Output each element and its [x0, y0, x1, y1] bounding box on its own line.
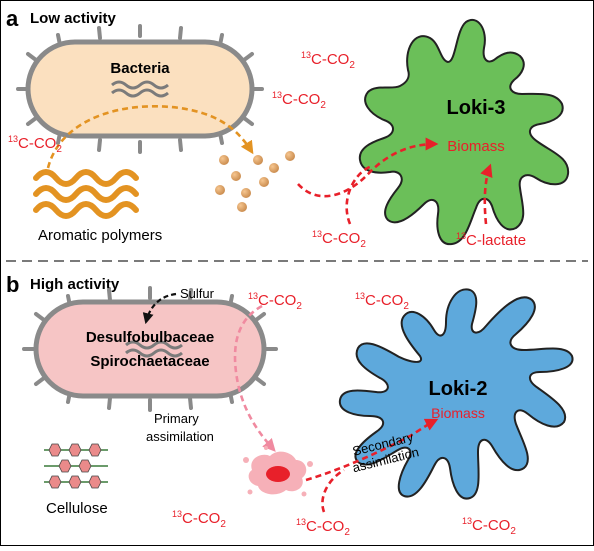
- primary-assimilation-label-line1: Primary: [154, 411, 199, 426]
- co2-to-biomass-arrow-b: [321, 468, 345, 513]
- panel-a: a Low activity Bacteria: [6, 6, 570, 250]
- degradation-arrow: [46, 104, 254, 169]
- co2-label-a-1: 13C-CO2: [301, 50, 355, 71]
- loki-3-label: Loki-3: [447, 97, 506, 119]
- primary-assimilation-label-line2: assimilation: [146, 429, 214, 444]
- secondary-assimilation-arrow: [305, 418, 439, 482]
- panel-b-letter: b: [6, 272, 19, 297]
- monomer-granules: [215, 151, 295, 212]
- co2-label-b-3: 13C-CO2: [172, 509, 226, 530]
- cellulose-label: Cellulose: [46, 500, 108, 517]
- co2-label-a-4: 13C-CO2: [312, 229, 366, 250]
- co2-label-b-1: 13C-CO2: [248, 291, 302, 312]
- cell-debris: [243, 446, 313, 497]
- co2-to-biomass-arrow-a: [345, 164, 373, 225]
- bacteria-label: Bacteria: [110, 60, 170, 77]
- co2-label-a-3: 13C-CO2: [8, 134, 62, 155]
- loki-2-biomass-label: Biomass: [431, 405, 485, 421]
- co2-labels-b: 13C-CO2 13C-CO2 13C-CO2 13C-CO2 13C-CO2: [172, 291, 516, 538]
- cellulose-icon: [44, 443, 108, 489]
- lactate-label: 13C-lactate: [456, 231, 526, 249]
- primary-assimilation-arrow: [233, 304, 276, 452]
- co2-label-a-2: 13C-CO2: [272, 90, 326, 111]
- bacteria-cell-b: [22, 286, 278, 412]
- panel-a-letter: a: [6, 6, 19, 31]
- lactate-to-biomass-arrow: [480, 163, 493, 225]
- sulfur-label: Sulfur: [180, 286, 215, 301]
- panel-b: b High activity Desulfobulbaceae Spiroch…: [6, 272, 574, 538]
- panel-a-heading: Low activity: [30, 10, 117, 27]
- co2-labels-a: 13C-CO2 13C-CO2 13C-CO2 13C-CO2 13C-lact…: [8, 50, 526, 250]
- taxon-label-1: Desulfobulbaceae: [86, 329, 214, 346]
- panel-b-heading: High activity: [30, 276, 120, 293]
- co2-label-b-2: 13C-CO2: [355, 291, 409, 312]
- loki-2-cell: [338, 288, 574, 500]
- loki-2-label: Loki-2: [429, 378, 488, 400]
- monomer-to-biomass-arrow: [297, 137, 439, 198]
- loki-3-biomass-label: Biomass: [447, 138, 505, 155]
- taxon-label-2: Spirochaetaceae: [90, 353, 209, 370]
- loki-3-cell: [358, 19, 570, 246]
- co2-label-b-4: 13C-CO2: [296, 517, 350, 538]
- polymer-label: Aromatic polymers: [38, 227, 162, 244]
- co2-label-b-5: 13C-CO2: [462, 516, 516, 537]
- sulfur-arrow: [142, 292, 177, 325]
- aromatic-polymer-strands: [33, 169, 139, 219]
